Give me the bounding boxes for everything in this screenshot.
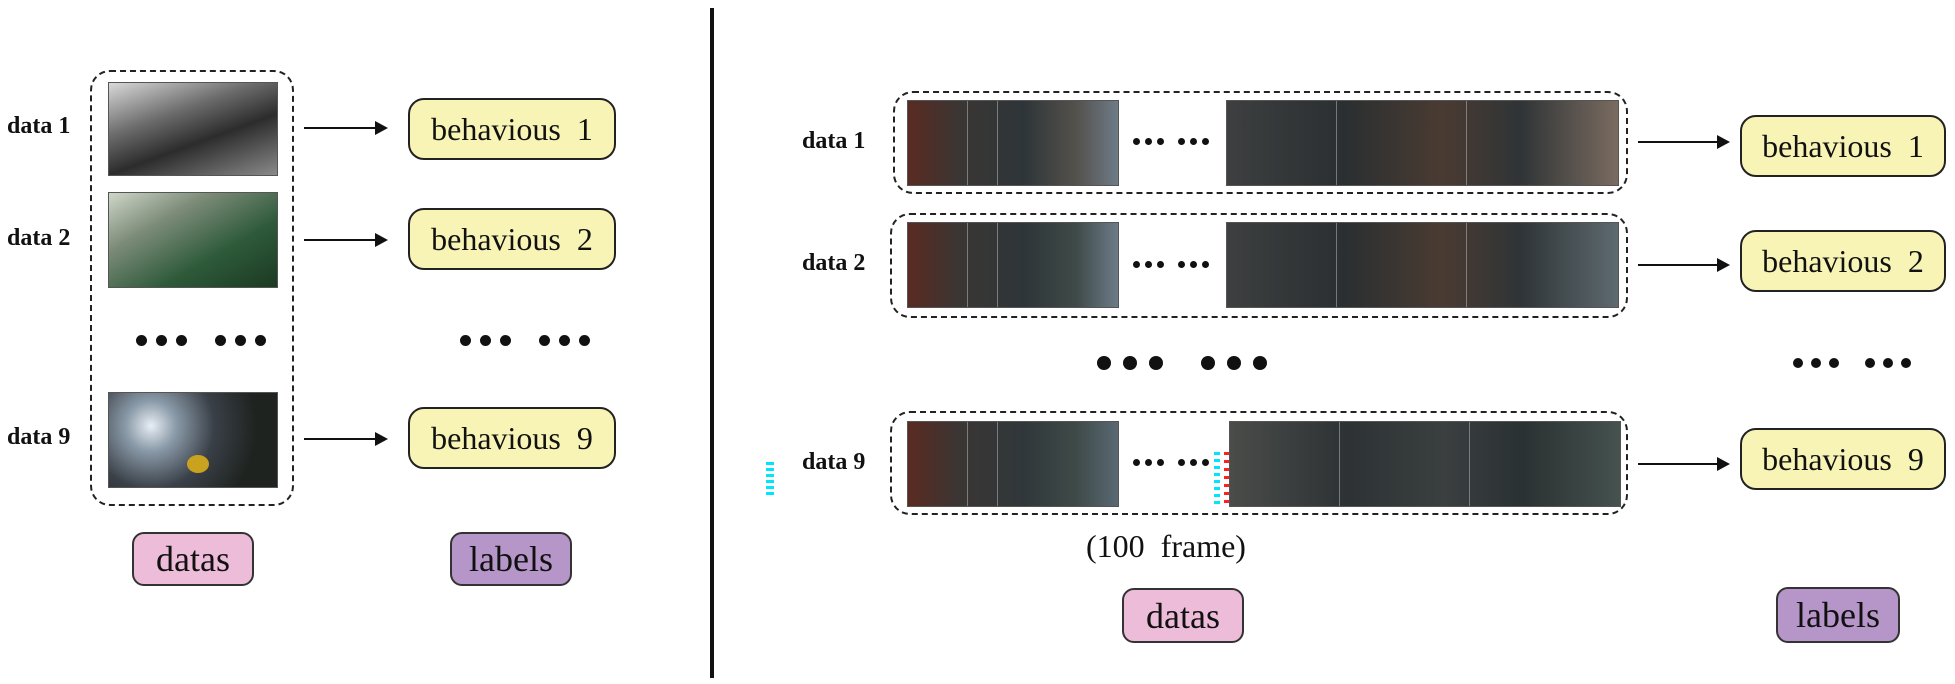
cyan-artifact-2 (1214, 452, 1220, 508)
left-labels-tag: labels (450, 532, 572, 586)
right-frames-9-end (1229, 421, 1621, 507)
right-sequence-2 (890, 213, 1628, 318)
right-arrow-9 (1638, 457, 1730, 471)
right-labels-tag: labels (1776, 587, 1900, 643)
right-row-label-9: data 9 (802, 449, 866, 475)
right-arrow-1 (1638, 135, 1730, 149)
left-arrow-9 (304, 432, 388, 446)
right-frames-1-end (1226, 100, 1619, 186)
left-row-label-2: data 2 (7, 225, 71, 251)
right-frames-2-start (907, 222, 1119, 308)
left-thumb-1 (108, 82, 278, 176)
right-behaviour-9: behavious 9 (1740, 428, 1946, 490)
frame-count-caption: (100 frame) (1086, 528, 1246, 564)
cyan-artifact-1 (766, 462, 774, 496)
right-frames-1-start (907, 100, 1119, 186)
left-datas-tag: datas (132, 532, 254, 586)
right-frames-1-ellipsis (1133, 138, 1209, 145)
right-frames-2-ellipsis (1133, 261, 1209, 268)
right-frames-2-end (1226, 222, 1619, 308)
left-thumb-2 (108, 192, 278, 288)
right-frames-9-ellipsis (1133, 459, 1209, 466)
right-behaviour-2: behavious 2 (1740, 230, 1946, 292)
right-sequence-9 (890, 411, 1628, 515)
left-behaviour-1: behavious 1 (408, 98, 616, 160)
right-data-ellipsis (1097, 356, 1267, 370)
right-sequence-1 (893, 91, 1628, 194)
red-artifact (1224, 452, 1229, 508)
left-row-label-1: data 1 (7, 113, 71, 139)
left-arrow-1 (304, 121, 388, 135)
right-datas-tag: datas (1122, 588, 1244, 643)
right-label-ellipsis (1793, 358, 1911, 368)
right-behaviour-1: behavious 1 (1740, 115, 1946, 177)
panel-divider (710, 8, 714, 678)
left-data-group (90, 70, 294, 506)
left-label-ellipsis (460, 335, 590, 346)
right-frames-9-start (907, 421, 1119, 507)
right-arrow-2 (1638, 258, 1730, 272)
left-row-label-9: data 9 (7, 424, 71, 450)
left-behaviour-2: behavious 2 (408, 208, 616, 270)
left-behaviour-9: behavious 9 (408, 407, 616, 469)
right-row-label-2: data 2 (802, 250, 866, 276)
left-data-ellipsis (136, 335, 266, 346)
left-thumb-9 (108, 392, 278, 488)
left-arrow-2 (304, 233, 388, 247)
right-row-label-1: data 1 (802, 128, 866, 154)
